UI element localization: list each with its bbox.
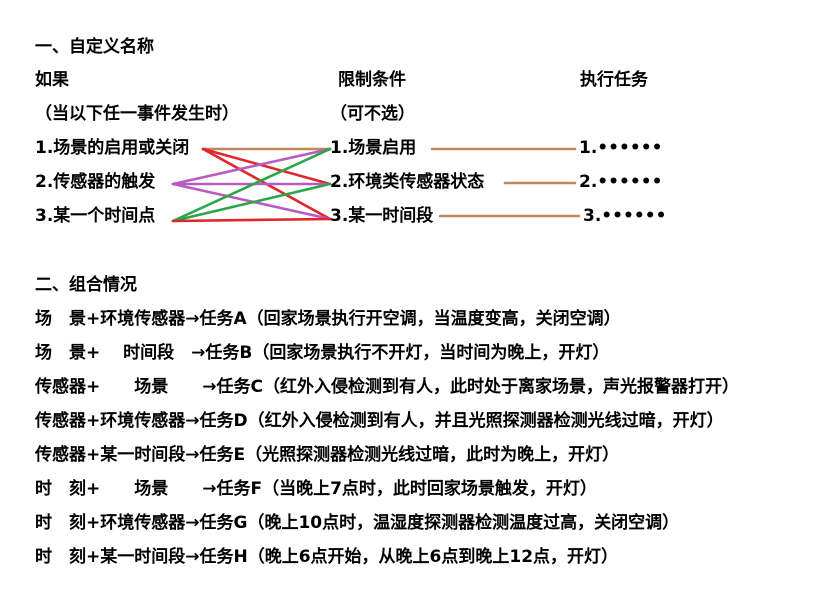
combination-row-f: 时 刻+ 场景 →任务F（当晚上7点时，此时回家场景触发，开灯）	[35, 479, 597, 499]
combination-row-b: 场 景+ 时间段 →任务B（回家场景执行不开灯，当时间为晚上，开灯）	[35, 343, 610, 363]
combination-row-d: 传感器+环境传感器→任务D（红外入侵检测到有人，并且光照探测器检测光线过暗，开灯…	[35, 411, 724, 431]
condition-column-note: （可不选）	[330, 104, 415, 124]
link-trigger-2-to-condition-3	[171, 182, 332, 221]
trigger-item-3: 3.某一个时间点	[35, 206, 156, 226]
link-trigger-3-to-condition-1	[171, 147, 332, 223]
trigger-item-2: 2.传感器的触发	[35, 172, 156, 192]
condition-item-3: 3.某一时间段	[330, 206, 434, 226]
trigger-item-1: 1.场景的启用或关闭	[35, 138, 190, 158]
condition-item-2: 2.环境类传感器状态	[330, 172, 485, 192]
trigger-column-note: （当以下任一事件发生时）	[35, 104, 239, 124]
condition-column-label: 限制条件	[338, 70, 406, 90]
combination-row-c: 传感器+ 场景 →任务C（红外入侵检测到有人，此时处于离家场景，声光报警器打开）	[35, 377, 739, 397]
trigger-column-label: 如果	[35, 70, 69, 90]
combination-row-g: 时 刻+环境传感器→任务G（晚上10点时，温湿度探测器检测温度过高，关闭空调）	[35, 513, 680, 533]
link-trigger-1-to-condition-3	[201, 147, 332, 221]
task-item-2: 2.••••••	[579, 172, 663, 192]
section2-heading: 二、组合情况	[35, 275, 137, 295]
task-column-label: 执行任务	[580, 70, 648, 90]
link-trigger-2-to-condition-1	[171, 147, 332, 186]
link-trigger-3-to-condition-2	[171, 182, 332, 223]
combination-row-h: 时 刻+某一时间段→任务H（晚上6点开始，从晚上6点到晚上12点，开灯）	[35, 547, 619, 567]
combination-row-e: 传感器+某一时间段→任务E（光照探测器检测光线过暗，此时为晚上，开灯）	[35, 445, 620, 465]
link-trigger-1-to-condition-2	[201, 147, 332, 186]
link-trigger-3-to-condition-3	[171, 217, 332, 223]
section1-heading: 一、自定义名称	[35, 37, 154, 57]
task-item-1: 1.••••••	[579, 138, 663, 158]
condition-item-1: 1.场景启用	[330, 138, 417, 158]
combination-row-a: 场 景+环境传感器→任务A（回家场景执行开空调，当温度变高，关闭空调）	[35, 309, 621, 329]
task-item-3: 3.••••••	[583, 206, 667, 226]
